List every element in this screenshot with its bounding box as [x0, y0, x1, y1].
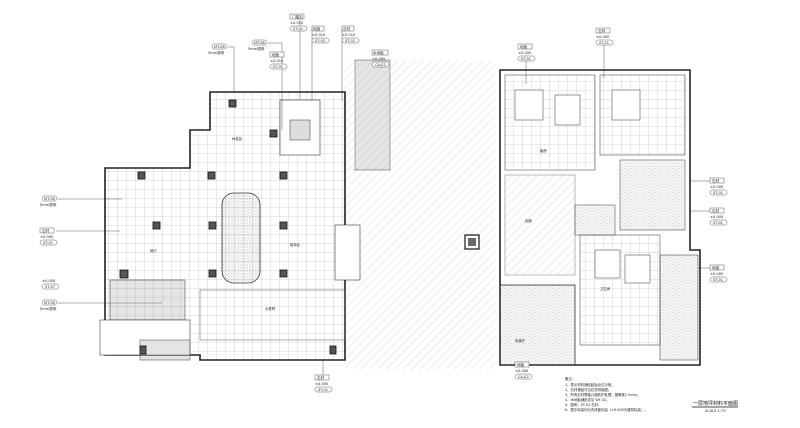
note-item: 4、木地板铺贴详见 WF-02。 [565, 397, 610, 402]
notes-heading: 备注: [565, 376, 573, 381]
tag-note: 5mm铜条 [248, 46, 265, 51]
tag-code: CA-02 [375, 63, 386, 67]
tag-code: ST-01 [713, 221, 723, 225]
stair [354, 59, 391, 171]
tag-code: MT-08 [254, 41, 266, 45]
tag-code: MT-08 [44, 197, 56, 201]
drawing-title: 一层地坪材料平面图 [693, 400, 738, 407]
right-building [464, 69, 701, 366]
note-item: 2、石材铺贴详见石材排版图。 [565, 387, 611, 392]
tag-code: ST-01 [43, 241, 53, 245]
note-item: 3、所有石材需做六面防护处理，缝隙宽1.5mm。 [565, 392, 640, 397]
tag-level: ±0.000 [596, 35, 610, 39]
tag-level: ±0.000 [42, 279, 56, 283]
room-label: 电梯厅 [515, 338, 526, 343]
tag-name: 石材 [712, 208, 720, 213]
tag-level: ±0.000 [315, 382, 329, 386]
room-label: 卫生间 [600, 286, 611, 291]
tag-code: ST-01 [318, 388, 328, 392]
tag-code: ST-01 [599, 41, 609, 45]
tag-code: ST-02 [345, 39, 355, 43]
tag-level: ±0.010 [342, 33, 356, 37]
tag-level: ±0.010 [270, 59, 284, 63]
note-item: 5、图例：ST-01 石材。 [565, 402, 601, 407]
tag-code: ST-01 [713, 191, 723, 195]
tag-level: ±0.000 [518, 51, 532, 55]
note-item: 6、图中标高均为完成面标高（±0.000为建筑标高）。 [565, 407, 648, 412]
tag-name: 地毯 [520, 44, 528, 49]
tag-name: 石材 [317, 375, 325, 380]
tag-name: 石材 [42, 228, 50, 233]
tag-level: ±0.000 [710, 272, 724, 276]
tag-note: 5mm铜条 [40, 202, 57, 207]
tag-code: ST-02 [315, 39, 325, 43]
tag-name: 门槛石 [292, 14, 303, 19]
left-building [99, 91, 361, 361]
tag-level: ±0.000 [710, 215, 724, 219]
tag-level: ±0.000 [372, 57, 386, 61]
tag-level: ±0.000 [40, 235, 54, 239]
tag-name: 石材 [598, 28, 606, 33]
tag-note: 5mm铜条 [208, 50, 225, 55]
tag-level: ±0.000 [515, 369, 529, 373]
tag-code: MT-08 [214, 45, 226, 49]
room-label: 接待区 [290, 242, 301, 247]
tag-level: ±0.010 [312, 33, 326, 37]
tag-name: 地毯 [313, 26, 321, 31]
tag-name: 地板 [272, 52, 280, 57]
tag-code: MT-08 [44, 301, 56, 305]
tag-name: 石材 [712, 178, 720, 183]
tag-name: 石材 [343, 26, 351, 31]
tag-code: ST-01 [293, 27, 303, 31]
tag-code: ST-01 [521, 57, 531, 61]
tag-level: ±0.010 [290, 21, 304, 25]
room-label: 前厅 [150, 248, 157, 253]
tag-code: CA-02 [518, 375, 529, 379]
room-label: 休息区 [232, 136, 243, 141]
tag-code: ST-07 [45, 285, 55, 289]
notes: 备注: 1、表示材料铺贴起始点位示例。 2、石材铺贴详见石材排版图。 3、所有石… [565, 376, 648, 412]
tag-code: ST-01 [713, 278, 723, 282]
room-label: 走廊 [525, 218, 532, 223]
tag-name: 地毯 [712, 265, 720, 270]
drawing-scale: SCALE 1:75 [705, 409, 726, 413]
tag-code: ST-01 [273, 65, 283, 69]
tag-name: 地板 [517, 362, 525, 367]
note-item: 1、表示材料铺贴起始点位示例。 [565, 382, 615, 387]
room-label: 客房 [540, 148, 547, 153]
tag-level: ±0.000 [710, 185, 724, 189]
room-label: 大堂吧 [265, 306, 276, 311]
drawing-title-block: 一层地坪材料平面图 SCALE 1:75 [692, 400, 738, 413]
tag-name: 木地板 [373, 50, 384, 55]
tag-note: 5mm铜条 [40, 306, 57, 311]
